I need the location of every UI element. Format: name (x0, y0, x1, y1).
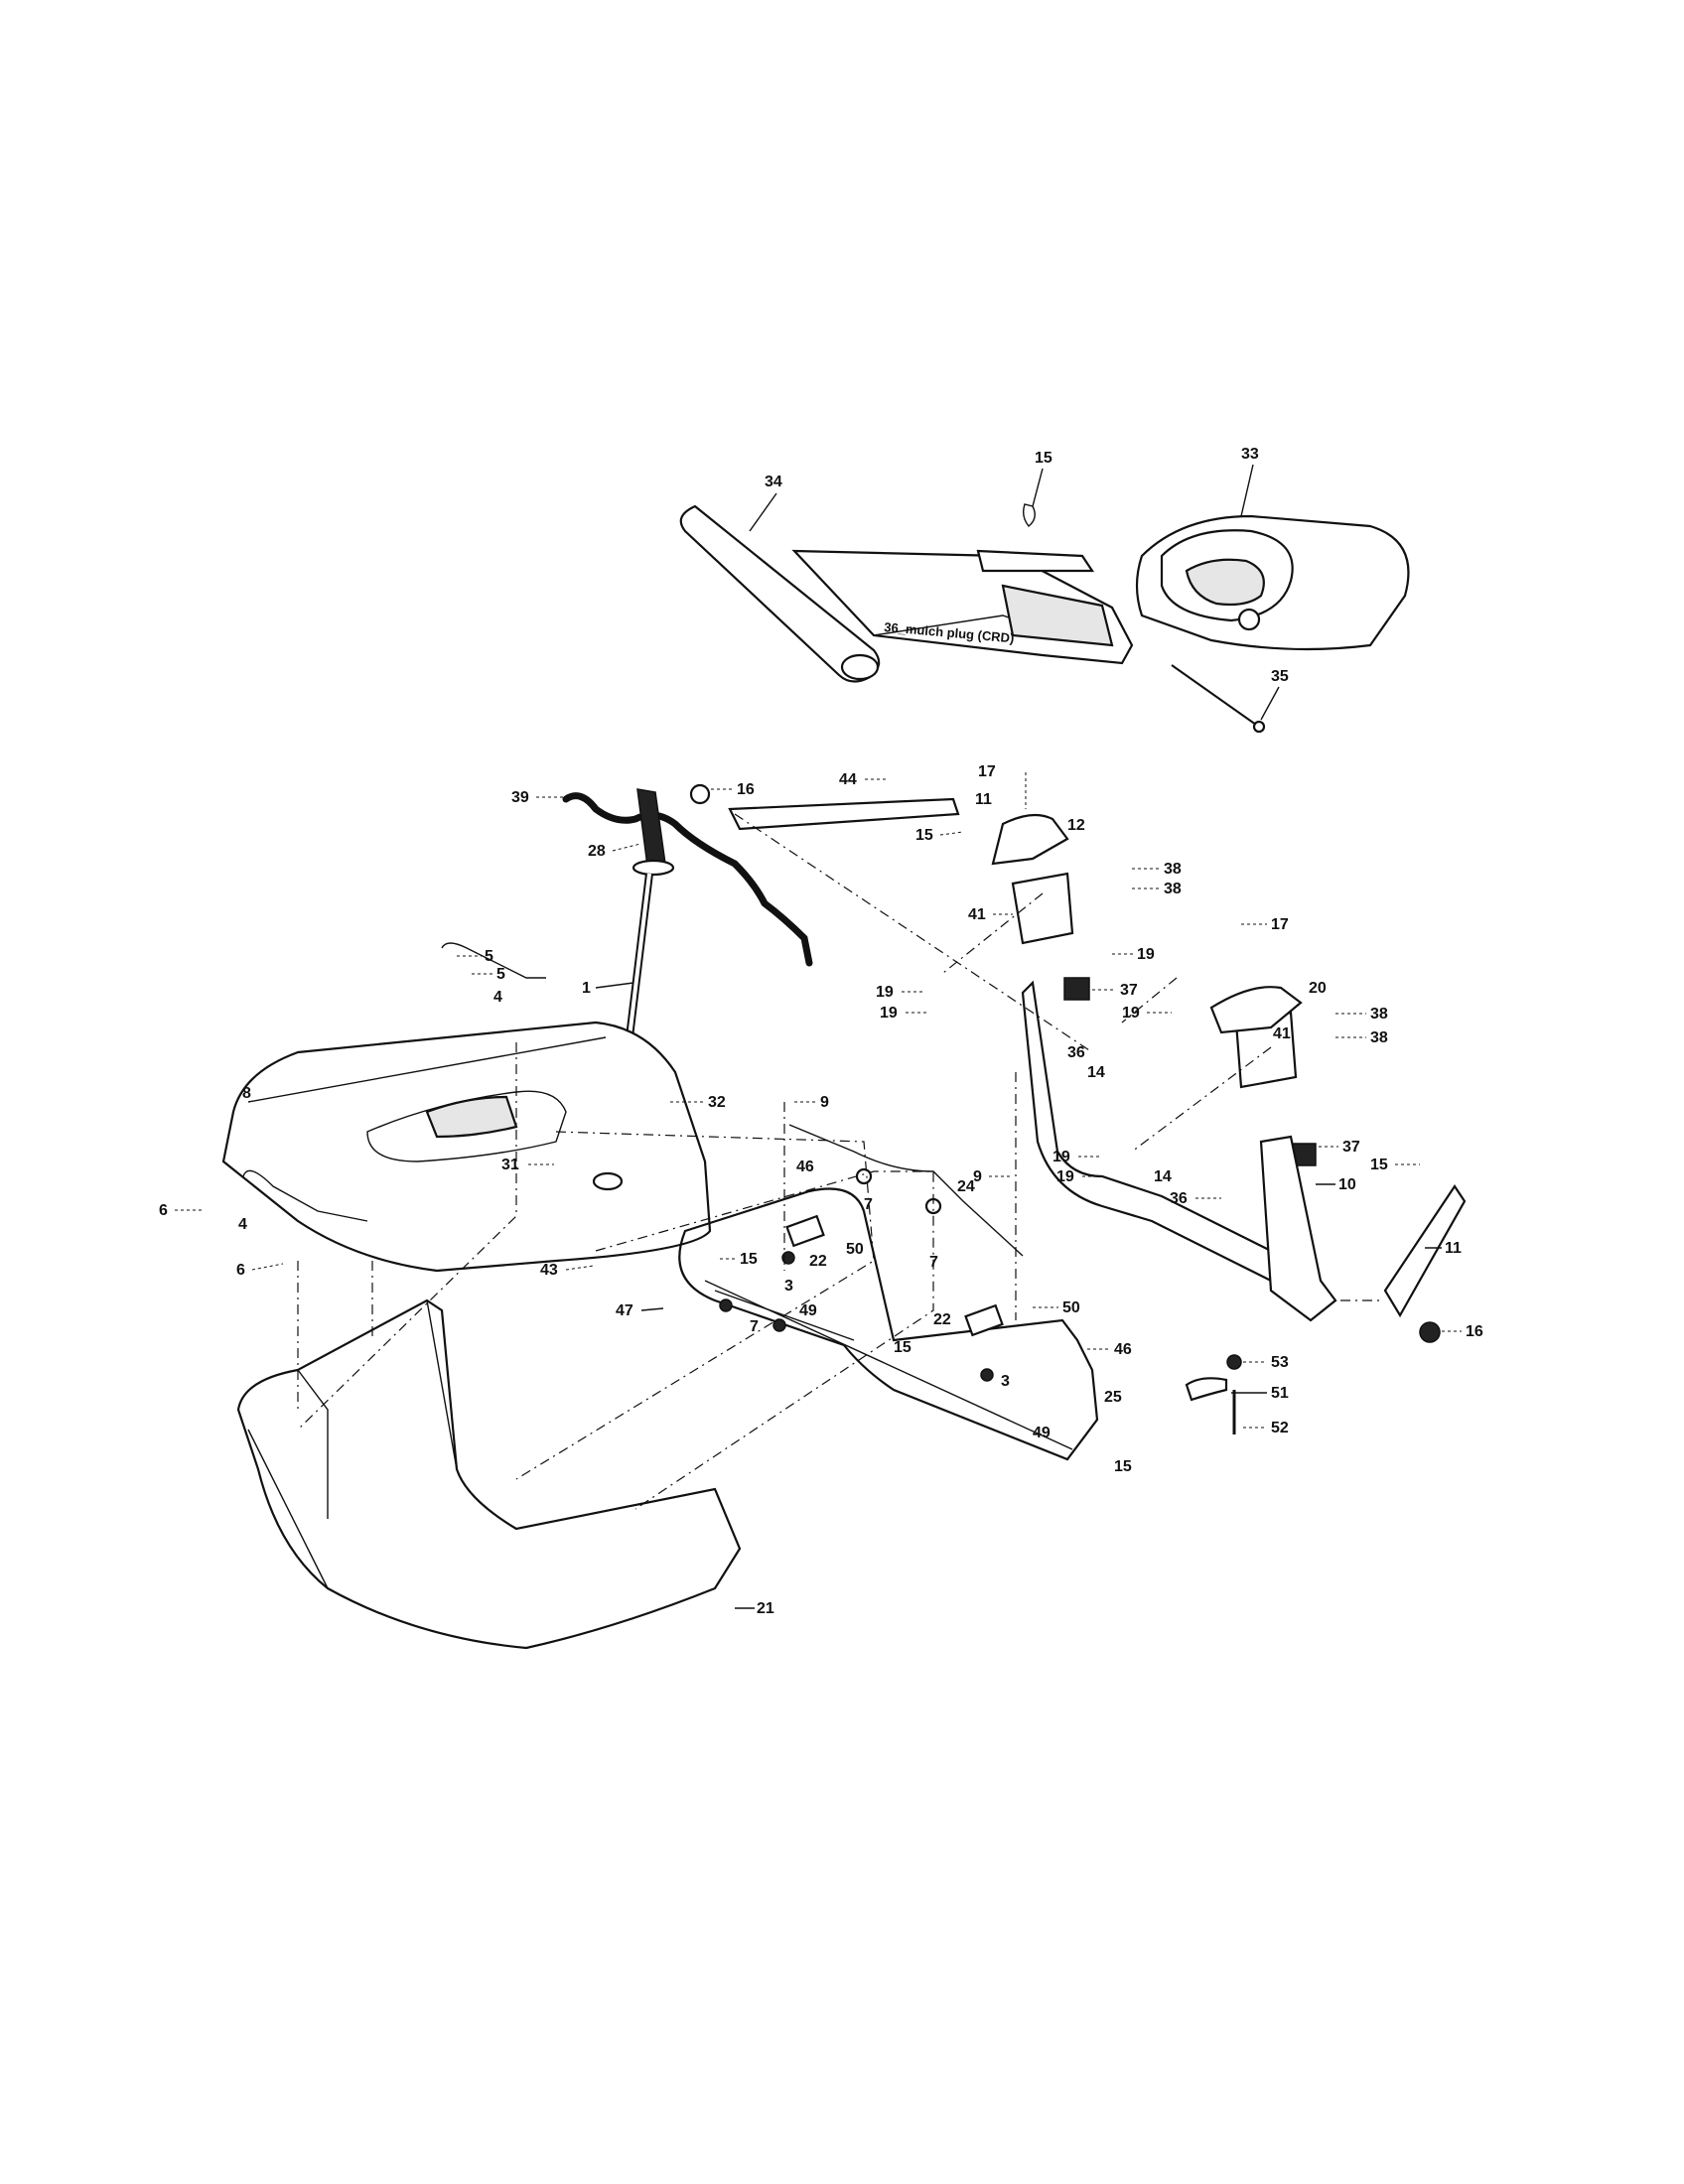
callout-15-b: 15 (740, 1251, 758, 1268)
callout-3-a: 3 (784, 1278, 793, 1295)
callout-9-b: 9 (973, 1168, 982, 1185)
callout-21: 21 (757, 1600, 774, 1617)
callout-3-b: 3 (1001, 1373, 1010, 1390)
callout-35: 35 (1271, 668, 1289, 685)
callout-38-a: 38 (1164, 861, 1182, 878)
callout-17-b: 17 (1271, 916, 1289, 933)
callout-43: 43 (540, 1262, 558, 1279)
callout-16-a: 16 (737, 781, 755, 798)
callout-6-a: 6 (159, 1202, 168, 1219)
callout-50-a: 50 (846, 1241, 864, 1258)
callout-22-a: 22 (809, 1253, 827, 1270)
callout-49-b: 49 (1033, 1425, 1051, 1441)
callout-8: 8 (242, 1085, 251, 1102)
callout-1: 1 (582, 980, 591, 997)
callout-49-a: 49 (799, 1302, 817, 1319)
callout-7-a: 7 (864, 1196, 873, 1213)
callout-36-b: 36 (1170, 1190, 1188, 1207)
callout-12: 12 (1067, 817, 1085, 834)
callout-19-a: 19 (1137, 946, 1155, 963)
callout-53: 53 (1271, 1354, 1289, 1371)
callout-37-b: 37 (1342, 1139, 1360, 1156)
callout-17-a: 17 (978, 763, 996, 780)
callout-15-e: 15 (915, 827, 933, 844)
callout-52: 52 (1271, 1420, 1289, 1436)
callout-41-b: 41 (1273, 1025, 1291, 1042)
callout-34: 34 (765, 474, 782, 490)
callout-28: 28 (588, 843, 606, 860)
callout-7-c: 7 (750, 1318, 759, 1335)
callout-16-b: 16 (1466, 1323, 1483, 1340)
callout-5-b: 5 (496, 966, 505, 983)
callout-15-f: 15 (1370, 1157, 1388, 1173)
callout-5-a: 5 (485, 948, 493, 965)
callout-19-e: 19 (1052, 1149, 1070, 1165)
callout-46-b: 46 (1114, 1341, 1132, 1358)
callout-10: 10 (1338, 1176, 1356, 1193)
callout-44: 44 (839, 771, 857, 788)
alignment-lines (297, 813, 1380, 1510)
callout-47: 47 (616, 1302, 633, 1319)
callout-19-f: 19 (1056, 1168, 1074, 1185)
callout-11-b: 11 (1445, 1240, 1462, 1257)
callout-41-a: 41 (968, 906, 986, 923)
mulch-plug-assembly (679, 503, 1410, 734)
callout-4-a: 4 (493, 989, 502, 1006)
callout-19-d: 19 (1122, 1005, 1140, 1022)
callout-15-d: 15 (1114, 1458, 1132, 1475)
callout-39: 39 (511, 789, 529, 806)
callout-33: 33 (1241, 446, 1259, 463)
callout-7-b: 7 (929, 1254, 938, 1271)
callout-15: 15 (1035, 450, 1052, 467)
callout-25: 25 (1104, 1389, 1122, 1406)
callout-19-b: 19 (876, 984, 894, 1001)
callout-38-b: 38 (1164, 881, 1182, 897)
callout-32: 32 (708, 1094, 726, 1111)
callout-38-d: 38 (1370, 1029, 1388, 1046)
callout-6-b: 6 (236, 1262, 245, 1279)
callouts: 34 15 33 35 39 28 1 5 5 4 8 32 31 6 4 6 … (159, 446, 1483, 1617)
callout-22-b: 22 (933, 1311, 951, 1328)
callout-51: 51 (1271, 1385, 1289, 1402)
callout-4-b: 4 (238, 1216, 247, 1233)
callout-37-a: 37 (1120, 982, 1138, 999)
bagger-assembly (221, 783, 1467, 1650)
callout-14-a: 14 (1087, 1064, 1105, 1081)
callout-15-c: 15 (894, 1339, 912, 1356)
callout-31: 31 (501, 1157, 519, 1173)
callout-36-a: 36 (1067, 1044, 1085, 1061)
callout-14-b: 14 (1154, 1168, 1172, 1185)
callout-50-b: 50 (1062, 1299, 1080, 1316)
callout-20: 20 (1309, 980, 1327, 997)
callout-24: 24 (957, 1178, 975, 1195)
callout-46-a: 46 (796, 1159, 814, 1175)
callout-19-c: 19 (880, 1005, 898, 1022)
callout-9-a: 9 (820, 1094, 829, 1111)
callout-38-c: 38 (1370, 1006, 1388, 1023)
callout-11-a: 11 (975, 791, 992, 808)
